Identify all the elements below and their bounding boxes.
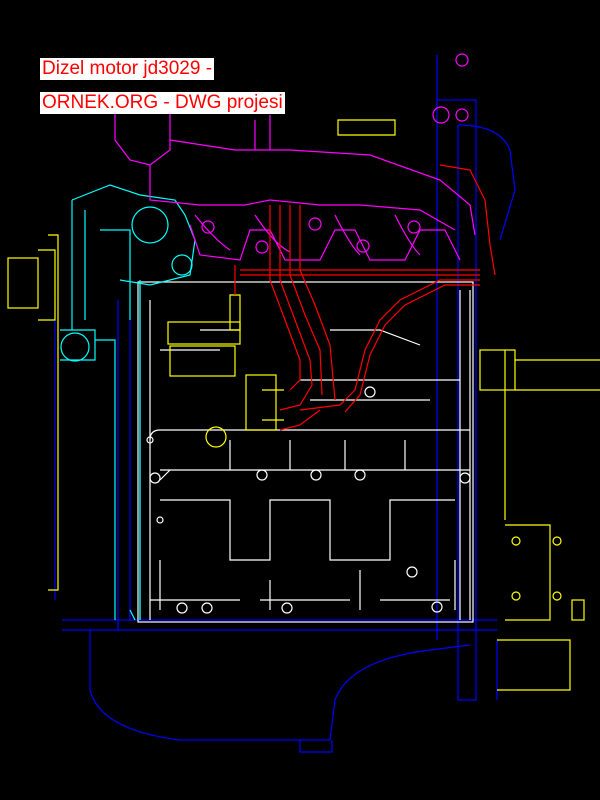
exhaust-manifold	[114, 53, 476, 261]
fuel-injection-lines	[234, 164, 496, 431]
blue-frame-lines	[54, 55, 516, 753]
drawing-title-line-1: Dizel motor jd3029 -	[40, 58, 215, 80]
drawing-title-line-2: ORNEK.ORG - DWG projesi	[40, 92, 285, 114]
water-pump-and-front-cover	[60, 184, 196, 621]
engine-block-outline	[137, 281, 474, 623]
accessory-components	[7, 119, 600, 691]
engine-block-bolts	[146, 386, 471, 614]
